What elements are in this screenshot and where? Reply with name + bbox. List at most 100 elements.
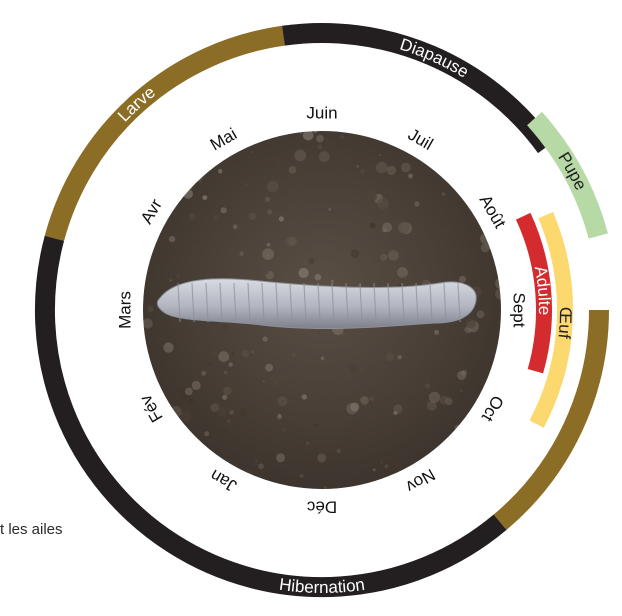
soil-speck (271, 350, 274, 353)
soil-speck (291, 352, 296, 357)
soil-speck (387, 166, 396, 175)
soil-speck (227, 419, 230, 422)
stage-label-oeuf: Œuf (554, 307, 575, 340)
soil-speck (142, 318, 152, 328)
soil-speck (370, 397, 374, 401)
soil-speck (365, 191, 377, 203)
soil-speck (279, 373, 288, 382)
soil-speck (350, 403, 359, 412)
soil-speck (360, 169, 365, 174)
soil-speck (229, 363, 233, 367)
soil-speck (222, 324, 227, 329)
soil-speck (170, 142, 176, 148)
soil-speck (313, 423, 317, 427)
soil-speck (452, 420, 455, 423)
soil-speck (393, 411, 397, 415)
soil-speck (185, 388, 193, 396)
soil-speck (401, 163, 411, 173)
month-label: Jan (207, 465, 240, 495)
soil-speck (487, 163, 494, 170)
soil-speck (403, 276, 407, 280)
soil-speck (346, 194, 349, 197)
soil-speck (308, 258, 314, 264)
soil-speck (267, 209, 272, 214)
month-label: Mars (115, 291, 134, 329)
soil-speck (395, 462, 402, 469)
soil-speck (460, 390, 463, 393)
soil-speck (251, 151, 254, 154)
soil-speck (464, 334, 467, 337)
soil-speck (258, 463, 264, 469)
soil-speck (487, 460, 498, 471)
soil-speck (143, 173, 148, 178)
month-label: Mai (207, 124, 240, 154)
larva (157, 279, 476, 329)
soil-speck (350, 365, 357, 372)
soil-speck (317, 454, 326, 463)
soil-speck (356, 165, 359, 168)
stage-label-pupe: Pupe (554, 149, 590, 193)
soil-speck (245, 183, 248, 186)
soil-speck (477, 311, 485, 319)
month-label: Oct (478, 392, 508, 425)
soil-speck (278, 396, 288, 406)
soil-speck (223, 387, 231, 395)
soil-speck (473, 187, 477, 191)
soil-speck (302, 394, 307, 399)
soil-speck (466, 318, 476, 328)
soil-speck (262, 248, 274, 260)
soil-speck (481, 158, 487, 164)
stage-label-adulte: Adulte (531, 265, 554, 316)
soil-speck (238, 342, 240, 344)
soil-speck (319, 151, 330, 162)
soil-speck (276, 453, 285, 462)
soil-speck (170, 279, 172, 281)
soil-speck (267, 181, 279, 193)
soil-speck (300, 474, 304, 478)
soil-speck (201, 371, 206, 376)
soil-speck (233, 224, 238, 229)
soil-speck (169, 177, 175, 183)
soil-speck (408, 396, 412, 400)
soil-speck (148, 135, 160, 147)
soil-speck (488, 128, 494, 134)
soil-speck (249, 213, 256, 220)
soil-speck (328, 480, 333, 485)
soil-speck (474, 135, 484, 145)
soil-speck (232, 352, 235, 355)
soil-speck (459, 276, 466, 283)
soil-speck (331, 280, 334, 283)
soil-speck (211, 403, 220, 412)
soil-speck (397, 267, 408, 278)
soil-speck (446, 229, 448, 231)
soil-speck (294, 150, 306, 162)
soil-speck (429, 395, 431, 397)
soil-speck (324, 138, 330, 144)
soil-speck (277, 415, 282, 420)
soil-speck (351, 249, 359, 257)
soil-speck (192, 246, 195, 249)
soil-speck (289, 166, 297, 174)
soil-speck (224, 371, 228, 375)
soil-speck (385, 464, 389, 468)
soil-speck (415, 364, 418, 367)
soil-speck (169, 236, 175, 242)
soil-speck (469, 166, 478, 175)
soil-speck (218, 169, 223, 174)
soil-speck (173, 176, 175, 178)
soil-speck (317, 331, 320, 334)
soil-speck (379, 154, 381, 156)
soil-speck (180, 411, 191, 422)
soil-speck (163, 342, 173, 352)
soil-speck (222, 429, 226, 433)
soil-speck (333, 144, 340, 151)
month-label: Avr (137, 196, 166, 228)
soil-speck (239, 408, 248, 417)
soil-speck (380, 461, 383, 464)
soil-speck (425, 383, 430, 388)
soil-speck (192, 481, 195, 484)
soil-speck (457, 188, 459, 190)
soil-speck (388, 250, 399, 261)
soil-speck (139, 255, 147, 263)
